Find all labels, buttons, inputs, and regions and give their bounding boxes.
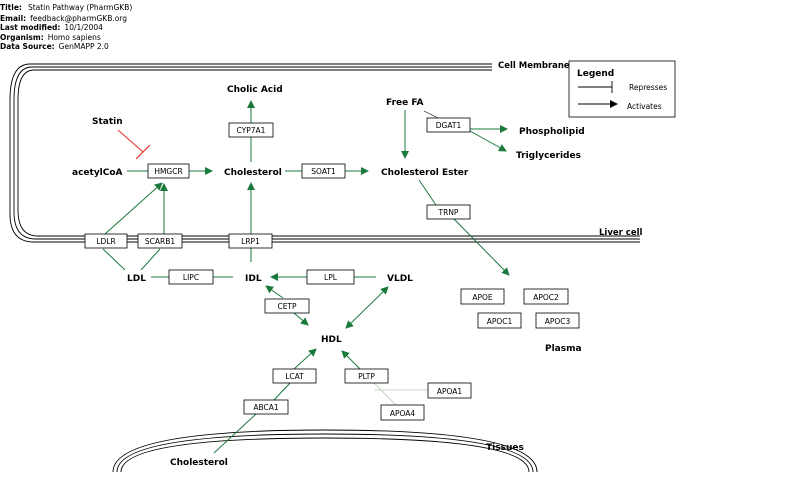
gene-lcat[interactable]: LCAT <box>272 368 317 384</box>
gene-apoa1[interactable]: APOA1 <box>427 382 472 399</box>
gene-lcat-label: LCAT <box>285 372 304 381</box>
data-source-label: Data Source: <box>0 42 55 51</box>
gene-apoa4[interactable]: APOA4 <box>380 404 425 421</box>
gene-soat1-label: SOAT1 <box>311 167 336 176</box>
free-fa-dgat1-edge <box>423 110 439 119</box>
phospholipid-label: Phospholipid <box>519 127 585 137</box>
ldl-label: LDL <box>127 274 146 284</box>
gene-hmgcr-label: HMGCR <box>154 167 182 176</box>
hdl-label: HDL <box>321 335 342 345</box>
lcat-hdl-edge <box>293 348 317 370</box>
last-modified-value: 10/1/2004 <box>64 23 103 32</box>
gene-apoa1-label: APOA1 <box>437 387 463 396</box>
ldlr-hmgcr-edge <box>104 182 163 235</box>
gene-lipc-label: LIPC <box>183 273 199 282</box>
gene-pltp-label: PLTP <box>358 372 375 381</box>
cholesterol-tissue-label: Cholesterol <box>170 458 228 468</box>
gene-cetp[interactable]: CETP <box>264 298 310 314</box>
title-value: Statin Pathway (PharmGKB) <box>28 3 132 12</box>
cholesterol-ester-label: Cholesterol Ester <box>381 168 469 178</box>
statin-label: Statin <box>92 117 123 127</box>
organism-label: Organism: <box>0 33 44 42</box>
svg-text:Organism:Homo sapiens: Organism: Homo sapiens <box>0 33 101 42</box>
gene-apoe-label: APOE <box>472 293 493 302</box>
statin-repression-bar <box>135 144 151 160</box>
last-modified-label: Last modified: <box>0 23 60 32</box>
email-value: feedback@pharmGKB.org <box>30 14 127 23</box>
hdl-vldl-edge <box>345 286 389 329</box>
cholesterol-ester-trnp-edge <box>418 179 437 206</box>
cell-membrane <box>9 63 640 243</box>
dgat1-triglycerides-edge <box>469 130 507 152</box>
data-source-value: GenMAPP 2.0 <box>59 42 109 51</box>
gene-trnp-label: TRNP <box>438 208 459 217</box>
svg-text:Email:feedback@pharmGKB.org: Email: feedback@pharmGKB.org <box>0 14 127 23</box>
svg-text:Title:Statin Pathway (PharmGKB: Title: Statin Pathway (PharmGKB) <box>0 3 132 12</box>
legend-represses-label: Represses <box>629 83 667 92</box>
gene-cyp7a1[interactable]: CYP7A1 <box>228 122 274 138</box>
cholic-acid-label: Cholic Acid <box>227 85 283 95</box>
gene-apoc3-label: APOC3 <box>545 317 571 326</box>
email-label: Email: <box>0 14 26 23</box>
header-block: Title: Statin Pathway (PharmGKB) Email: fe… <box>0 3 132 51</box>
gene-trnp[interactable]: TRNP <box>426 204 471 220</box>
pltp-hdl-edge <box>341 350 361 370</box>
cholesterol-abca1-edge <box>213 413 257 454</box>
edges <box>102 100 510 454</box>
legend: Legend Represses Activates <box>568 60 676 118</box>
svg-text:Data Source:GenMAPP 2.0: Data Source: GenMAPP 2.0 <box>0 42 109 51</box>
svg-text:Last modified:10/1/2004: Last modified: 10/1/2004 <box>0 23 103 32</box>
gene-dgat1-label: DGAT1 <box>436 121 462 130</box>
cetp-hdl-edge <box>293 312 309 326</box>
gene-scarb1-label: SCARB1 <box>145 237 175 246</box>
tissue-membrane <box>112 429 538 473</box>
gene-apoc1-label: APOC1 <box>487 317 513 326</box>
gene-scarb1[interactable]: SCARB1 <box>137 233 183 249</box>
liver-cell-label: Liver cell <box>599 228 643 238</box>
gene-lpl-label: LPL <box>324 273 338 282</box>
gene-hmgcr[interactable]: HMGCR <box>147 163 190 179</box>
cetp-idl-edge <box>265 285 284 299</box>
gene-lrp1-label: LRP1 <box>241 237 260 246</box>
gene-apoc3[interactable]: APOC3 <box>535 312 580 329</box>
legend-title: Legend <box>577 69 614 79</box>
plasma-label: Plasma <box>545 344 582 354</box>
gene-lpl[interactable]: LPL <box>306 269 355 285</box>
gene-abca1[interactable]: ABCA1 <box>243 399 289 415</box>
gene-ldlr[interactable]: LDLR <box>84 233 128 249</box>
gene-apoc1[interactable]: APOC1 <box>477 312 522 329</box>
cell-membrane-label: Cell Membrane <box>498 61 570 71</box>
gene-pltp[interactable]: PLTP <box>344 368 389 384</box>
legend-activates-label: Activates <box>627 102 662 111</box>
organism-value: Homo sapiens <box>48 33 101 42</box>
abca1-lcat-edge <box>273 382 291 401</box>
statin-represses-hmgcr-edge <box>117 129 144 153</box>
gene-cetp-label: CETP <box>277 302 297 311</box>
ldl-ldlr-edge <box>102 248 126 271</box>
apoa4-pltp-edge <box>373 382 397 406</box>
ldl-scarb1-edge <box>140 248 161 271</box>
title-label: Title: <box>0 3 22 12</box>
idl-label: IDL <box>245 274 262 284</box>
gene-ldlr-label: LDLR <box>96 237 115 246</box>
gene-lipc[interactable]: LIPC <box>168 269 214 285</box>
gene-apoc2[interactable]: APOC2 <box>523 288 569 305</box>
free-fa-label: Free FA <box>386 98 423 108</box>
cholesterol-liver-label: Cholesterol <box>224 168 282 178</box>
gene-apoe[interactable]: APOE <box>460 288 505 305</box>
acetylcoa-label: acetylCoA <box>72 168 123 178</box>
tissues-label: Tissues <box>486 443 524 453</box>
vldl-label: VLDL <box>387 274 413 284</box>
gene-cyp7a1-label: CYP7A1 <box>237 126 266 135</box>
triglycerides-label: Triglycerides <box>516 151 581 161</box>
trnp-plasma-edge <box>453 218 510 276</box>
gene-apoa4-label: APOA4 <box>390 409 416 418</box>
gene-dgat1[interactable]: DGAT1 <box>426 117 471 133</box>
gene-soat1[interactable]: SOAT1 <box>301 163 346 179</box>
gene-lrp1[interactable]: LRP1 <box>228 233 273 249</box>
gene-abca1-label: ABCA1 <box>253 403 279 412</box>
gene-apoc2-label: APOC2 <box>533 293 559 302</box>
